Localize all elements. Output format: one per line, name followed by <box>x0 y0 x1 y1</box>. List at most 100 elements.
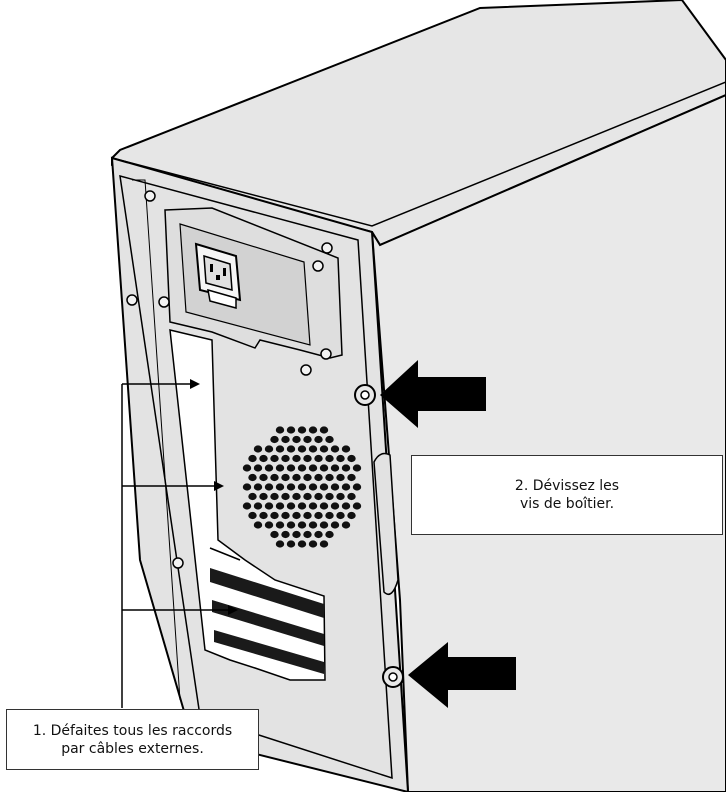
fan-hole <box>330 464 340 472</box>
fan-hole <box>292 492 301 501</box>
fan-hole <box>325 492 334 501</box>
fan-hole <box>281 473 290 482</box>
callout-disconnect-cables: 1. Défaites tous les raccords par câbles… <box>6 709 259 770</box>
fan-hole <box>264 445 274 453</box>
fan-hole <box>336 454 345 463</box>
fan-hole <box>325 435 334 444</box>
fan-hole <box>275 521 285 529</box>
fan-hole <box>270 511 279 520</box>
fan-hole <box>264 464 274 472</box>
arrow-right-icon <box>380 360 486 428</box>
fan-hole <box>281 492 290 501</box>
screw-icon <box>144 190 156 202</box>
fan-hole <box>352 464 362 472</box>
fan-hole <box>347 511 356 520</box>
callout-leader-lines <box>121 383 232 708</box>
fan-hole <box>292 530 301 539</box>
fan-hole <box>352 483 362 491</box>
fan-hole <box>308 445 318 453</box>
fan-hole <box>270 473 279 482</box>
fan-hole <box>297 483 307 491</box>
fan-hole <box>253 445 263 453</box>
fan-hole <box>281 511 290 520</box>
fan-hole <box>281 435 290 444</box>
fan-hole <box>341 464 351 472</box>
case-side-panel <box>371 93 726 792</box>
fan-hole <box>248 511 257 520</box>
fan-hole <box>314 530 323 539</box>
fan-hole <box>308 540 318 548</box>
fan-hole <box>270 454 279 463</box>
fan-hole <box>308 521 318 529</box>
screw-icon <box>312 260 324 272</box>
fan-hole <box>286 502 296 510</box>
fan-hole <box>248 473 257 482</box>
fan-hole <box>303 530 312 539</box>
fan-hole <box>275 540 285 548</box>
fan-hole <box>253 502 263 510</box>
fan-hole <box>259 473 268 482</box>
screw-icon <box>320 348 332 360</box>
fan-hole <box>330 502 340 510</box>
expansion-slot-covers <box>209 547 324 674</box>
fan-hole <box>330 521 340 529</box>
fan-hole <box>286 483 296 491</box>
fan-hole <box>259 492 268 501</box>
fan-hole <box>352 502 362 510</box>
screw-icon <box>321 242 333 254</box>
fan-hole <box>242 483 252 491</box>
fan-hole <box>297 426 307 434</box>
fan-hole <box>319 445 329 453</box>
fan-hole <box>325 473 334 482</box>
fan-hole <box>297 521 307 529</box>
fan-hole <box>308 464 318 472</box>
fan-hole <box>336 511 345 520</box>
fan-hole <box>319 521 329 529</box>
fan-hole <box>286 445 296 453</box>
rear-screws <box>126 190 333 569</box>
fan-hole <box>242 502 252 510</box>
fan-hole <box>314 454 323 463</box>
screw-icon <box>300 364 312 376</box>
fan-hole <box>292 454 301 463</box>
fan-hole <box>286 521 296 529</box>
fan-hole <box>292 511 301 520</box>
fan-hole <box>253 521 263 529</box>
fan-hole <box>308 502 318 510</box>
callout-text-line: par câbles externes. <box>61 740 204 757</box>
fan-hole <box>341 445 351 453</box>
fan-hole <box>314 492 323 501</box>
fan-hole <box>270 530 279 539</box>
fan-hole <box>330 483 340 491</box>
fan-hole <box>248 492 257 501</box>
callout-text-line: 1. Défaites tous les raccords <box>32 722 233 739</box>
fan-hole <box>341 483 351 491</box>
fan-hole <box>270 492 279 501</box>
arrow-right-icon <box>408 642 516 708</box>
fan-hole <box>303 454 312 463</box>
fan-hole <box>308 426 318 434</box>
fan-hole <box>303 511 312 520</box>
fan-hole <box>308 483 318 491</box>
fan-hole <box>275 483 285 491</box>
fan-hole <box>314 473 323 482</box>
fan-hole <box>281 530 290 539</box>
fan-hole <box>297 445 307 453</box>
fan-hole <box>347 492 356 501</box>
fan-hole <box>336 473 345 482</box>
fan-hole <box>248 454 257 463</box>
fan-hole <box>253 464 263 472</box>
fan-hole <box>275 464 285 472</box>
fan-hole <box>319 426 329 434</box>
fan-hole <box>286 464 296 472</box>
callout-text-line: vis de boîtier. <box>519 496 615 512</box>
fan-hole <box>341 502 351 510</box>
fan-hole <box>292 435 301 444</box>
fan-hole <box>325 454 334 463</box>
fan-hole <box>275 502 285 510</box>
fan-hole <box>264 521 274 529</box>
fan-hole <box>314 511 323 520</box>
fan-hole <box>314 435 323 444</box>
fan-hole <box>297 502 307 510</box>
